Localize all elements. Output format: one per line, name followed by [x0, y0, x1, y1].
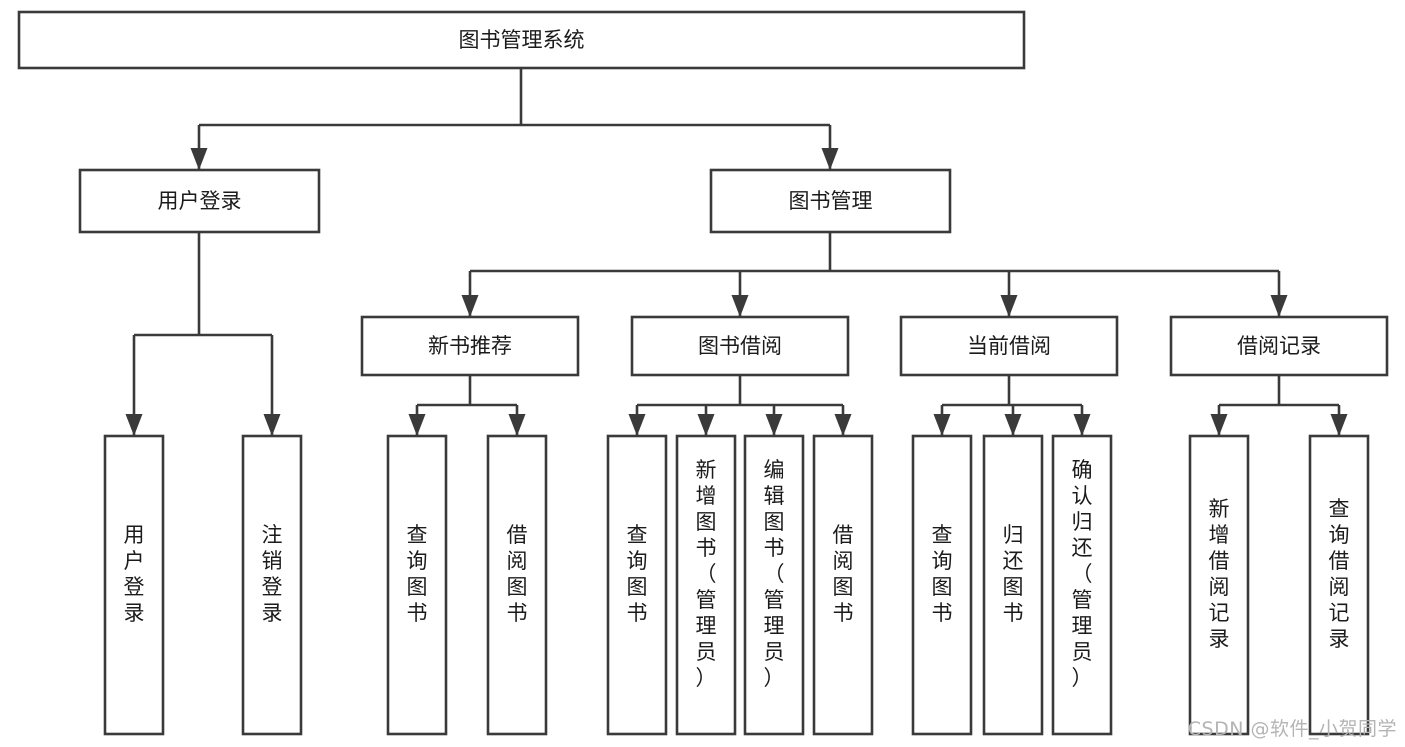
node-label-book-manage: 图书管理 — [789, 189, 873, 213]
node-label-bb-borrow: 借阅图书 — [833, 523, 854, 625]
node-label-current-borrow: 当前借阅 — [967, 334, 1051, 358]
node-box-bb-edit[interactable] — [743, 434, 805, 736]
node-box-book-borrow[interactable] — [630, 315, 850, 377]
level1-node-book-manage[interactable]: 图书管理 — [709, 168, 952, 234]
leaf-node-bb-query[interactable]: 查询图书 — [606, 434, 668, 736]
node-layer: 图书管理系统用户登录图书管理新书推荐图书借阅当前借阅借阅记录用户登录注销登录查询… — [17, 10, 1389, 736]
node-box-cb-return[interactable] — [982, 434, 1044, 736]
connector-book-manage-to-level2 — [461, 232, 1288, 317]
node-box-cb-confirm[interactable] — [1051, 434, 1113, 736]
node-box-bb-add[interactable] — [675, 434, 737, 736]
leaf-node-bb-add[interactable]: 新增图书（管理员） — [675, 434, 737, 736]
node-label-new-book-rec: 新书推荐 — [428, 334, 512, 358]
node-box-borrow-record[interactable] — [1169, 315, 1389, 377]
node-label-borrow-record: 借阅记录 — [1237, 334, 1321, 358]
node-label-br-add: 新增借阅记录 — [1209, 497, 1230, 651]
node-box-root[interactable] — [17, 10, 1026, 70]
leaf-node-nbr-borrow[interactable]: 借阅图书 — [486, 434, 548, 736]
connector-bb-to-leaves — [628, 375, 852, 436]
leaf-node-leaf-logout[interactable]: 注销登录 — [241, 434, 303, 736]
leaf-node-bb-borrow[interactable]: 借阅图书 — [812, 434, 874, 736]
node-box-new-book-rec[interactable] — [360, 315, 580, 377]
node-box-nbr-borrow[interactable] — [486, 434, 548, 736]
node-label-leaf-user-login: 用户登录 — [124, 523, 145, 625]
node-box-book-manage[interactable] — [709, 168, 952, 234]
node-label-cb-confirm: 确认归还（管理员） — [1072, 458, 1093, 690]
connector-root-to-level1 — [190, 68, 839, 170]
connector-user-login-to-leaves — [125, 232, 281, 436]
leaf-node-cb-query[interactable]: 查询图书 — [911, 434, 973, 736]
node-box-leaf-logout[interactable] — [241, 434, 303, 736]
node-box-leaf-user-login[interactable] — [103, 434, 165, 736]
level2-node-current-borrow[interactable]: 当前借阅 — [899, 315, 1119, 377]
level1-node-user-login[interactable]: 用户登录 — [78, 168, 321, 234]
node-box-bb-query[interactable] — [606, 434, 668, 736]
node-box-user-login[interactable] — [78, 168, 321, 234]
connector-nbr-to-leaves — [408, 375, 526, 436]
level2-node-book-borrow[interactable]: 图书借阅 — [630, 315, 850, 377]
node-label-br-query: 查询借阅记录 — [1329, 497, 1350, 651]
node-label-bb-edit: 编辑图书（管理员） — [764, 458, 785, 690]
node-label-nbr-query: 查询图书 — [407, 523, 428, 625]
node-label-bb-query: 查询图书 — [627, 523, 648, 625]
node-label-user-login: 用户登录 — [158, 189, 242, 213]
node-box-current-borrow[interactable] — [899, 315, 1119, 377]
leaf-node-br-add[interactable]: 新增借阅记录 — [1188, 434, 1250, 736]
node-box-br-query[interactable] — [1308, 434, 1370, 736]
leaf-node-cb-confirm[interactable]: 确认归还（管理员） — [1051, 434, 1113, 736]
leaf-node-cb-return[interactable]: 归还图书 — [982, 434, 1044, 736]
leaf-node-nbr-query[interactable]: 查询图书 — [386, 434, 448, 736]
node-box-bb-borrow[interactable] — [812, 434, 874, 736]
leaf-node-bb-edit[interactable]: 编辑图书（管理员） — [743, 434, 805, 736]
level2-node-new-book-rec[interactable]: 新书推荐 — [360, 315, 580, 377]
node-label-nbr-borrow: 借阅图书 — [507, 523, 528, 625]
node-label-cb-return: 归还图书 — [1003, 523, 1024, 625]
root-node-root[interactable]: 图书管理系统 — [17, 10, 1026, 70]
level2-node-borrow-record[interactable]: 借阅记录 — [1169, 315, 1389, 377]
connector-br-to-leaves — [1210, 375, 1348, 436]
connector-cb-to-leaves — [933, 375, 1091, 436]
node-label-leaf-logout: 注销登录 — [262, 523, 283, 625]
node-label-cb-query: 查询图书 — [932, 523, 953, 625]
node-box-cb-query[interactable] — [911, 434, 973, 736]
leaf-node-br-query[interactable]: 查询借阅记录 — [1308, 434, 1370, 736]
csdn-watermark: CSDN @软件_小贺同学 — [1187, 718, 1397, 740]
node-label-root: 图书管理系统 — [459, 28, 585, 52]
node-box-nbr-query[interactable] — [386, 434, 448, 736]
connector-layer — [125, 68, 1348, 436]
node-label-bb-add: 新增图书（管理员） — [696, 458, 717, 690]
node-box-br-add[interactable] — [1188, 434, 1250, 736]
leaf-node-leaf-user-login[interactable]: 用户登录 — [103, 434, 165, 736]
node-label-book-borrow: 图书借阅 — [698, 334, 782, 358]
